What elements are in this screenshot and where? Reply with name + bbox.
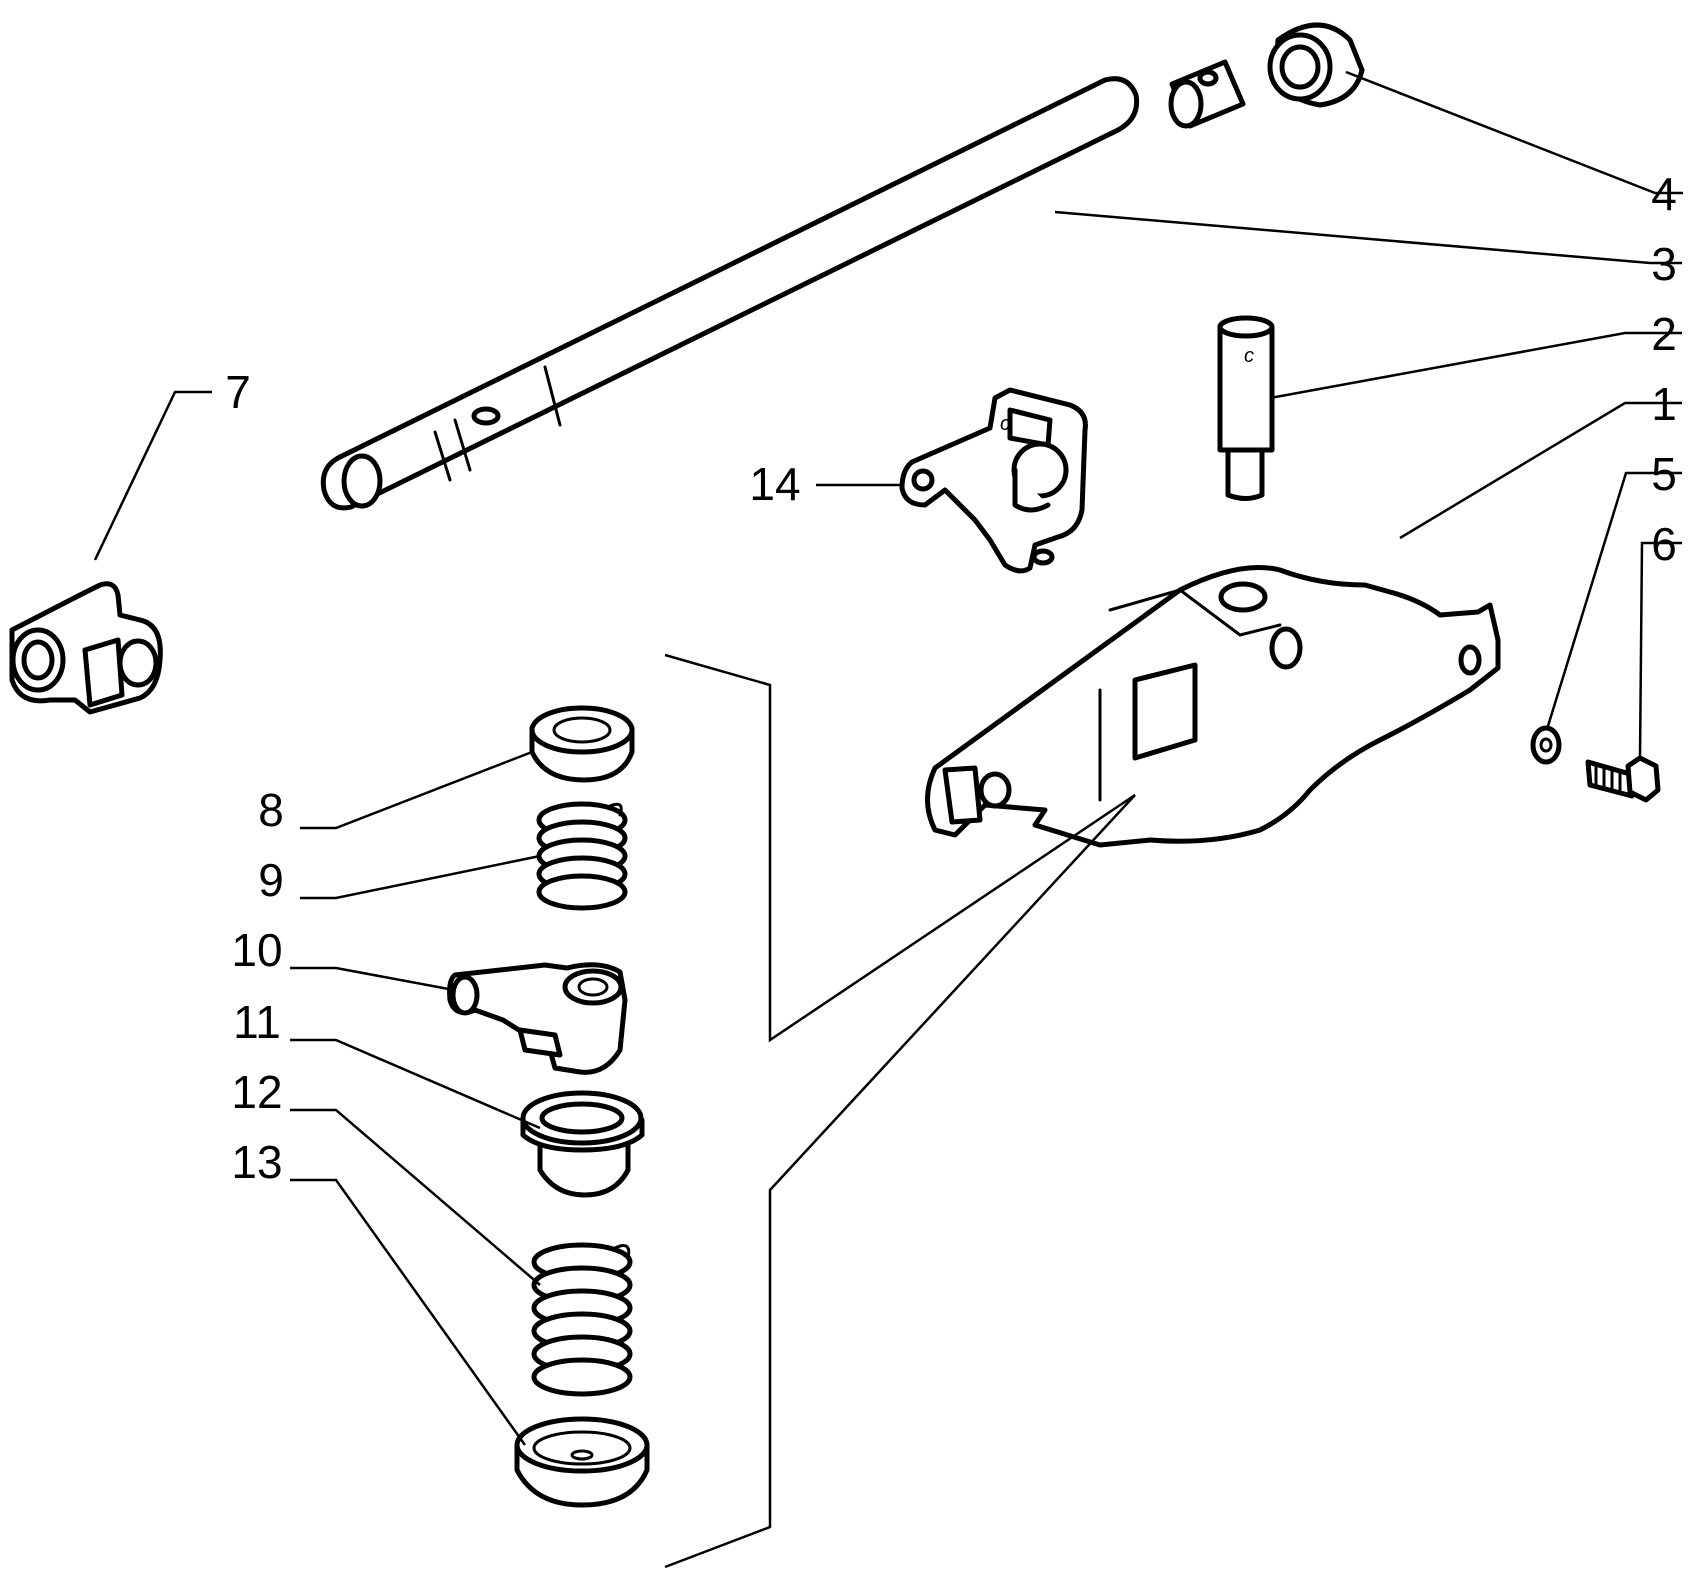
part-2-pin: c bbox=[1217, 315, 1275, 501]
callout-5: 5 bbox=[1651, 448, 1677, 500]
callout-9: 9 bbox=[258, 854, 284, 906]
callout-2: 2 bbox=[1651, 308, 1677, 360]
part-4-bushing bbox=[1267, 22, 1365, 108]
part-14-bracket: c bbox=[899, 387, 1088, 574]
callout-10: 10 bbox=[231, 924, 282, 976]
callout-labels: 4 3 2 1 5 6 7 14 8 9 10 11 12 13 bbox=[225, 168, 1677, 1188]
part-3-shift-rod bbox=[320, 59, 1246, 511]
callout-7: 7 bbox=[225, 366, 251, 418]
callout-6: 6 bbox=[1651, 518, 1677, 570]
callout-8: 8 bbox=[258, 784, 284, 836]
callout-1: 1 bbox=[1651, 378, 1677, 430]
callout-3: 3 bbox=[1651, 238, 1677, 290]
part-10-lever bbox=[447, 962, 628, 1075]
callout-4: 4 bbox=[1651, 168, 1677, 220]
callout-11: 11 bbox=[233, 996, 281, 1048]
part-7-coupling bbox=[9, 581, 163, 715]
callout-13: 13 bbox=[231, 1136, 282, 1188]
pin-marking: c bbox=[1244, 345, 1254, 367]
part-5-washer bbox=[1530, 725, 1562, 765]
assembly-bracket bbox=[664, 653, 1136, 1569]
leader-lines bbox=[93, 70, 1683, 1446]
part-11-bushing bbox=[520, 1090, 645, 1198]
bracket-marking: c bbox=[1000, 413, 1010, 435]
part-12-spring bbox=[531, 1242, 633, 1397]
callout-14: 14 bbox=[749, 458, 800, 510]
part-9-spring bbox=[536, 801, 628, 911]
part-1-housing bbox=[925, 565, 1501, 848]
part-13-cup bbox=[514, 1416, 650, 1508]
part-6-bolt bbox=[1585, 755, 1661, 803]
part-8-seat bbox=[529, 705, 635, 783]
callout-12: 12 bbox=[231, 1066, 282, 1118]
